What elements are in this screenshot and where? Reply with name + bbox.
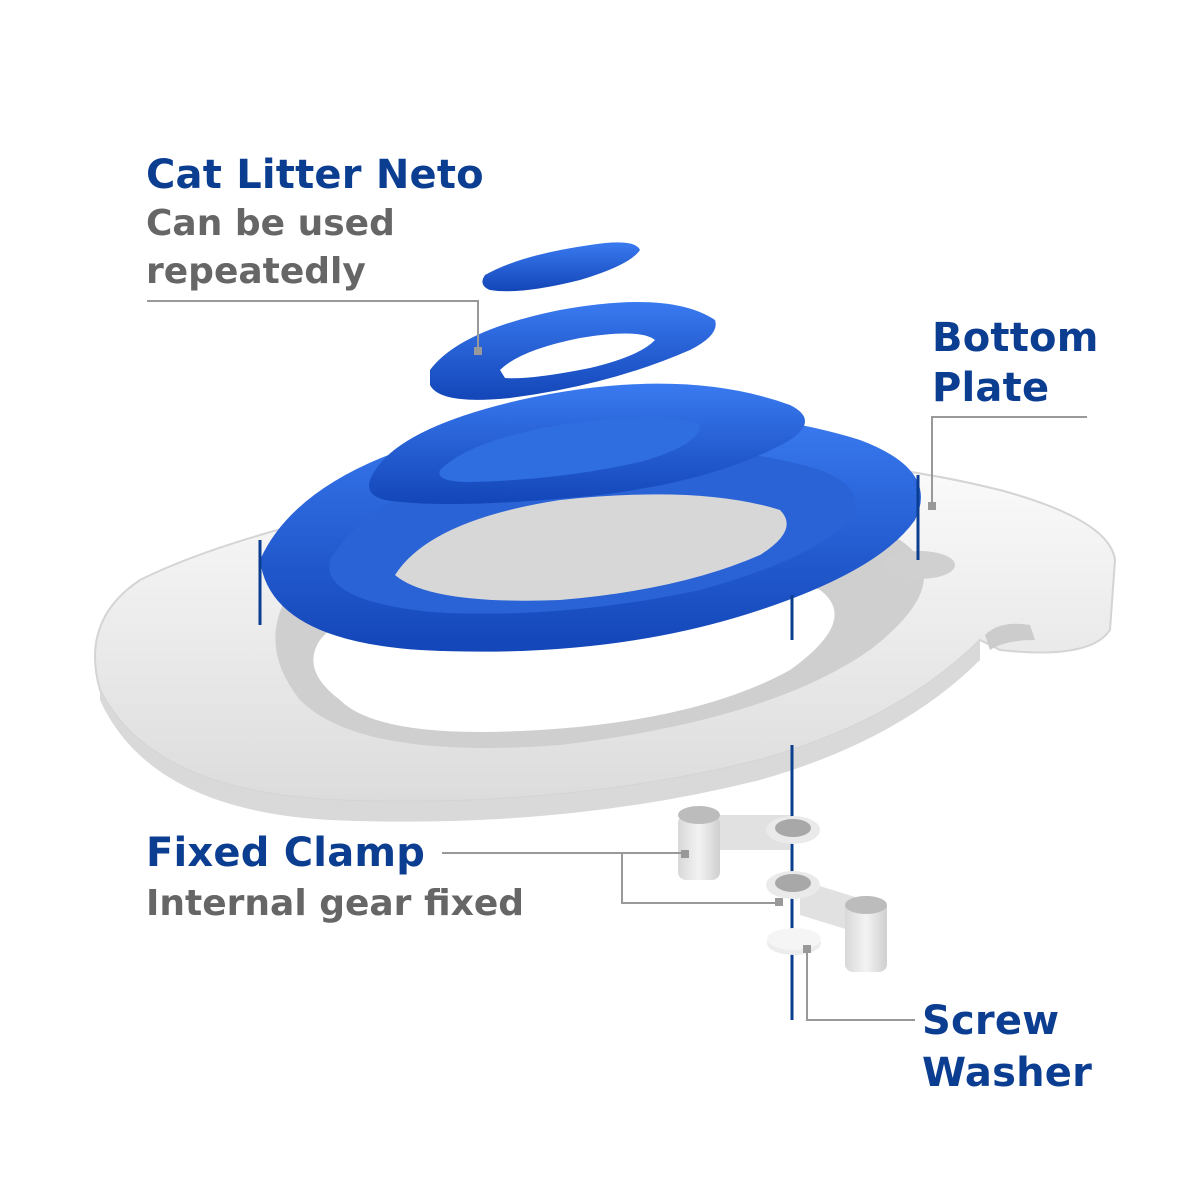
fixed-clamp-title: Fixed Clamp [146, 830, 426, 876]
cat-litter-neto-subtitle-line2: repeatedly [146, 251, 366, 292]
leader-lines [147, 300, 1087, 1021]
fixed-clamp-subtitle: Internal gear fixed [146, 883, 525, 924]
middle-blue-tray-part [369, 383, 805, 504]
bottom-plate-title-line2: Plate [932, 365, 1050, 411]
screw-washer-part [767, 928, 821, 955]
top-blue-cover-part [482, 242, 640, 292]
screw-washer-title-line2: Washer [922, 1050, 1093, 1096]
cat-litter-neto-title: Cat Litter Neto [146, 152, 484, 198]
fixed-clamp-upper-part [678, 806, 820, 880]
cat-litter-neto-subtitle-line1: Can be used [146, 203, 395, 244]
fixed-clamp-lower-part [766, 871, 887, 972]
leader-line-markers [474, 347, 936, 953]
bottom-plate-title-line1: Bottom [932, 315, 1099, 361]
screw-washer-title-line1: Screw [922, 998, 1060, 1044]
small-blue-ring-part [430, 302, 716, 400]
